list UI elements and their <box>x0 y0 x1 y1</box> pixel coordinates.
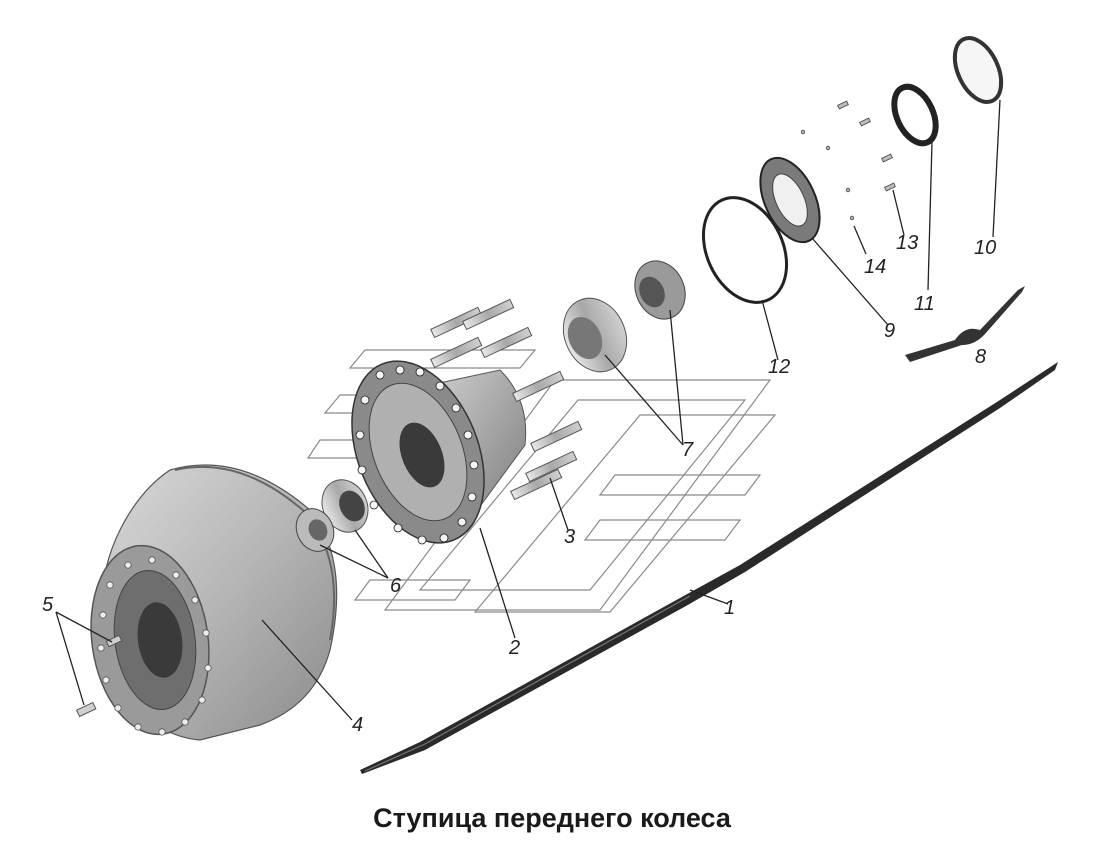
part-6-inner-bearing <box>295 479 369 552</box>
part-8-clip <box>905 286 1025 362</box>
callout-3: 3 <box>564 526 575 548</box>
part-1-axle <box>360 362 1058 774</box>
part-9-cover <box>759 156 821 244</box>
callout-8: 8 <box>975 346 986 368</box>
part-12-gasket <box>701 196 789 304</box>
part-7-outer-bearing <box>562 260 686 373</box>
callout-6: 6 <box>390 575 402 597</box>
callout-7: 7 <box>682 439 694 461</box>
part-3-bolts <box>430 298 583 501</box>
callout-1: 1 <box>724 597 735 619</box>
callout-12: 12 <box>768 356 790 378</box>
part-13-14-fasteners <box>800 100 896 221</box>
callout-4: 4 <box>352 714 363 736</box>
callout-11: 11 <box>914 293 935 315</box>
callout-labels: 1 2 3 4 5 6 7 8 9 10 11 12 13 14 <box>42 232 996 736</box>
callout-9: 9 <box>884 320 895 342</box>
callout-13: 13 <box>896 232 918 254</box>
callout-14: 14 <box>864 256 886 278</box>
part-5-screws <box>75 634 123 718</box>
part-11-seal-ring <box>891 83 939 147</box>
part-10-ring <box>952 36 1004 104</box>
callout-10: 10 <box>974 237 996 259</box>
part-4-brake-drum <box>90 464 338 741</box>
callout-2: 2 <box>508 637 520 659</box>
leader-lines <box>55 99 1001 721</box>
diagram-title: Ступица переднего колеса <box>373 803 731 833</box>
callout-5: 5 <box>42 594 54 616</box>
part-2-hub <box>351 360 527 545</box>
